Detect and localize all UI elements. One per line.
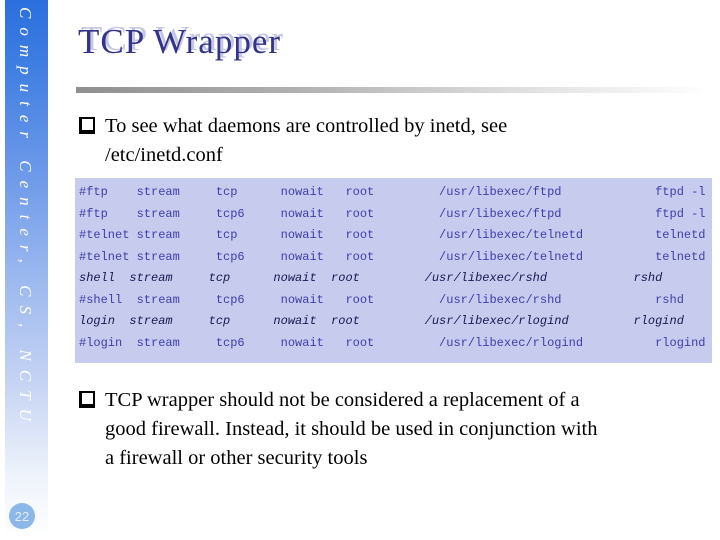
code-line: #telnet stream tcp nowait root /usr/libe… xyxy=(79,228,706,242)
page-number-badge: 22 xyxy=(9,503,35,529)
inetd-conf-code-block: #ftp stream tcp nowait root /usr/libexec… xyxy=(75,178,712,363)
slide-title: TCP Wrapper xyxy=(78,22,282,61)
code-line: #ftp stream tcp6 nowait root /usr/libexe… xyxy=(79,206,706,221)
sidebar-vertical-label: Computer Center, CS, NCTU xyxy=(16,7,35,430)
code-line: #ftp stream tcp nowait root /usr/libexec… xyxy=(79,185,706,199)
bullet-square-icon xyxy=(79,117,95,134)
sidebar-banner: Computer Center, CS, NCTU xyxy=(5,0,48,540)
bullet-text: To see what daemons are controlled by in… xyxy=(105,115,508,166)
code-line: #shell stream tcp6 nowait root /usr/libe… xyxy=(79,292,684,307)
code-line: login stream tcp nowait root /usr/libexe… xyxy=(79,314,684,328)
code-line: shell stream tcp nowait root /usr/libexe… xyxy=(79,271,663,285)
bullet-text: TCP wrapper should not be considered a r… xyxy=(105,389,598,469)
bullet-square-icon xyxy=(79,391,95,408)
bullet-item-firewall: TCP wrapper should not be considered a r… xyxy=(79,386,689,473)
code-line: #telnet stream tcp6 nowait root /usr/lib… xyxy=(79,249,706,264)
title-divider xyxy=(76,87,702,93)
code-line: #login stream tcp6 nowait root /usr/libe… xyxy=(79,335,706,350)
bullet-item-inetd: To see what daemons are controlled by in… xyxy=(79,112,639,170)
